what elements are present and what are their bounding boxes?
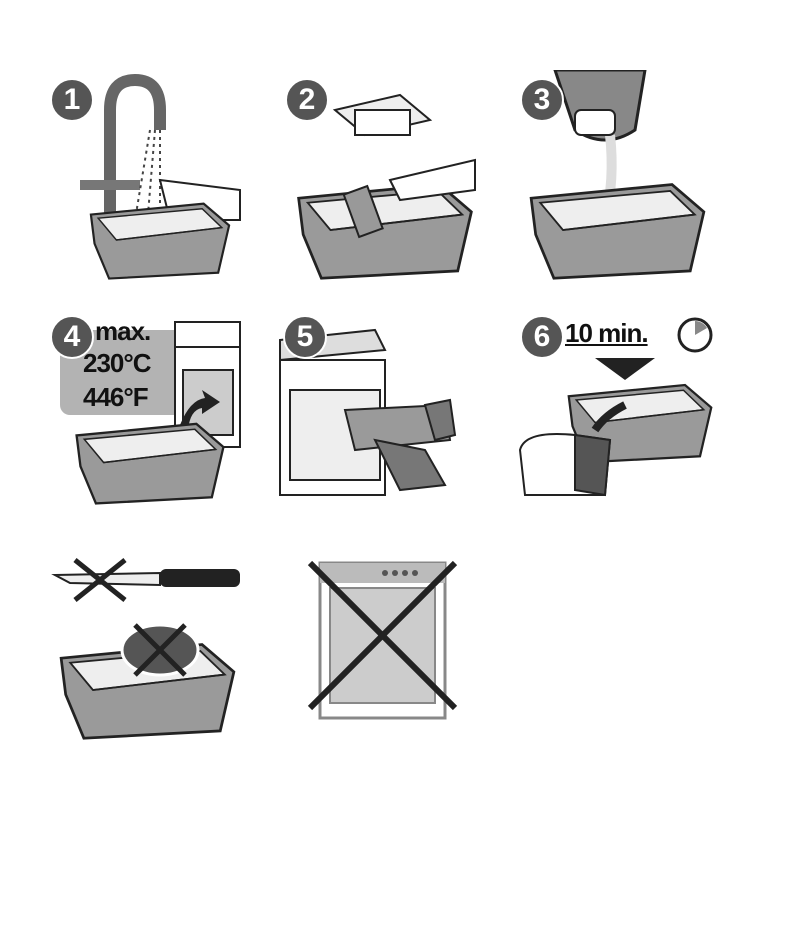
wash-under-tap-icon	[80, 73, 241, 280]
oven-icon	[75, 321, 241, 505]
step-number-badge: 2	[285, 78, 329, 122]
step-number-badge: 1	[50, 78, 94, 122]
no-knife-cutting-icon	[51, 558, 240, 740]
no-dishwasher-warning	[305, 558, 460, 723]
grease-with-butter-icon	[297, 93, 476, 280]
step-number-badge: 4	[50, 315, 94, 359]
wait-then-unmold-icon	[518, 317, 713, 497]
step-3-panel: 3	[515, 70, 720, 280]
pour-batter-icon	[529, 70, 706, 280]
no-dishwasher-icon	[307, 560, 458, 720]
step-number-badge: 3	[520, 78, 564, 122]
step-6-panel: 10 min. 6	[515, 310, 720, 505]
wait-time-label: 10 min.	[565, 318, 649, 348]
step-1-panel: 1	[50, 70, 250, 280]
step-number-badge: 5	[283, 315, 327, 359]
step-number-badge: 6	[520, 315, 564, 359]
step-2-panel: 2	[280, 70, 485, 280]
step-5-panel: 5	[275, 310, 485, 505]
max-label: max.	[95, 316, 151, 346]
clock-icon	[677, 317, 713, 353]
temperature-fahrenheit: 446°F	[83, 382, 149, 412]
step-4-panel: max. 230°C 446°F 4	[50, 310, 250, 505]
temperature-celsius: 230°C	[83, 348, 152, 378]
no-knife-warning	[50, 555, 250, 745]
